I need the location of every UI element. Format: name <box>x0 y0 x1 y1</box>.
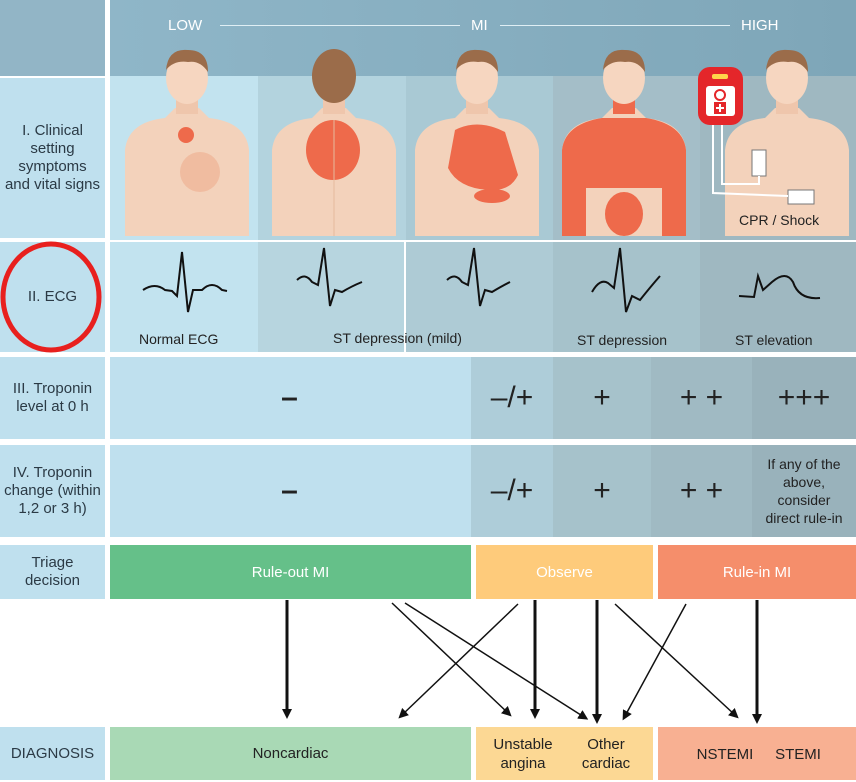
header-high-label: HIGH <box>741 17 779 34</box>
troponin0-negative: – <box>110 357 471 439</box>
troponin-change-negative: – <box>110 445 471 537</box>
troponin-change-rule-in-note: If any of the above, consider direct rul… <box>752 445 856 537</box>
ecg-panel-1 <box>110 242 258 352</box>
diagnosis-observe-panel <box>476 727 653 780</box>
troponin-change-negpos: –/+ <box>471 445 553 537</box>
header-scale: LOW MI HIGH <box>0 0 856 76</box>
diagnosis-rule-in-panel <box>658 727 856 780</box>
troponin-change-positive-2: + + <box>651 445 752 537</box>
diagnosis-unstable-angina: Unstable angina <box>493 736 553 772</box>
header-scale-line-right <box>500 25 730 26</box>
ecg-st-mild-wave-2 <box>446 247 511 307</box>
ecg-st-mild-wave <box>296 247 363 307</box>
ecg-st-elevation-label: ST elevation <box>735 332 813 348</box>
row-label-troponin0: III. Troponin level at 0 h <box>0 357 105 439</box>
ecg-panel-2 <box>258 242 404 352</box>
troponin0-positive-3: +++ <box>752 357 856 439</box>
row-label-clinical: I. Clinical setting symptoms and vital s… <box>0 78 105 238</box>
arrow-observe-nstemi <box>614 603 739 719</box>
triage-observe: Observe <box>476 545 653 599</box>
diagnosis-nstemi: NSTEMI <box>696 745 754 763</box>
arrow-observe-noncardiac <box>398 603 519 719</box>
troponin0-negpos: –/+ <box>471 357 553 439</box>
ecg-st-depression-wave <box>591 247 661 313</box>
ecg-st-depression-label: ST depression <box>577 332 668 348</box>
row-label-triage: Triage decision <box>0 545 105 599</box>
troponin-change-positive: + <box>553 445 651 537</box>
ecg-panel-5 <box>700 242 856 352</box>
triage-rule-in: Rule-in MI <box>658 545 856 599</box>
figure-front-icon <box>125 49 249 236</box>
header-low-label: LOW <box>168 17 203 34</box>
ecg-normal-wave <box>142 251 228 313</box>
troponin0-positive-2: + + <box>651 357 752 439</box>
ecg-normal-label: Normal ECG <box>139 331 219 347</box>
figure-front-cpr-icon <box>698 49 849 236</box>
cpr-shock-label: CPR / Shock <box>739 212 820 228</box>
ecg-st-elevation-wave <box>738 272 821 300</box>
diagnosis-stemi: STEMI <box>775 745 821 763</box>
figure-back-icon <box>272 49 396 236</box>
header-mi-label: MI <box>471 17 488 34</box>
diagnosis-noncardiac: Noncardiac <box>110 727 471 780</box>
row-label-diagnosis: DIAGNOSIS <box>0 727 105 780</box>
troponin0-positive: + <box>553 357 651 439</box>
diagnosis-other-cardiac: Other cardiac <box>581 736 631 772</box>
figure-front-chest-icon <box>415 49 539 236</box>
figure-front-torso-icon <box>562 49 686 236</box>
ecg-st-mild-label: ST depression (mild) <box>333 330 462 346</box>
header-scale-line-left <box>220 25 460 26</box>
row-label-troponin-change: IV. Troponin change (within 1,2 or 3 h) <box>0 445 105 537</box>
arrow-ruleout-other <box>404 602 589 720</box>
arrow-ruleout-unstable <box>391 602 512 717</box>
arrow-rulein-other <box>622 603 687 721</box>
triage-rule-out: Rule-out MI <box>110 545 471 599</box>
ecg-panel-4 <box>553 242 700 352</box>
